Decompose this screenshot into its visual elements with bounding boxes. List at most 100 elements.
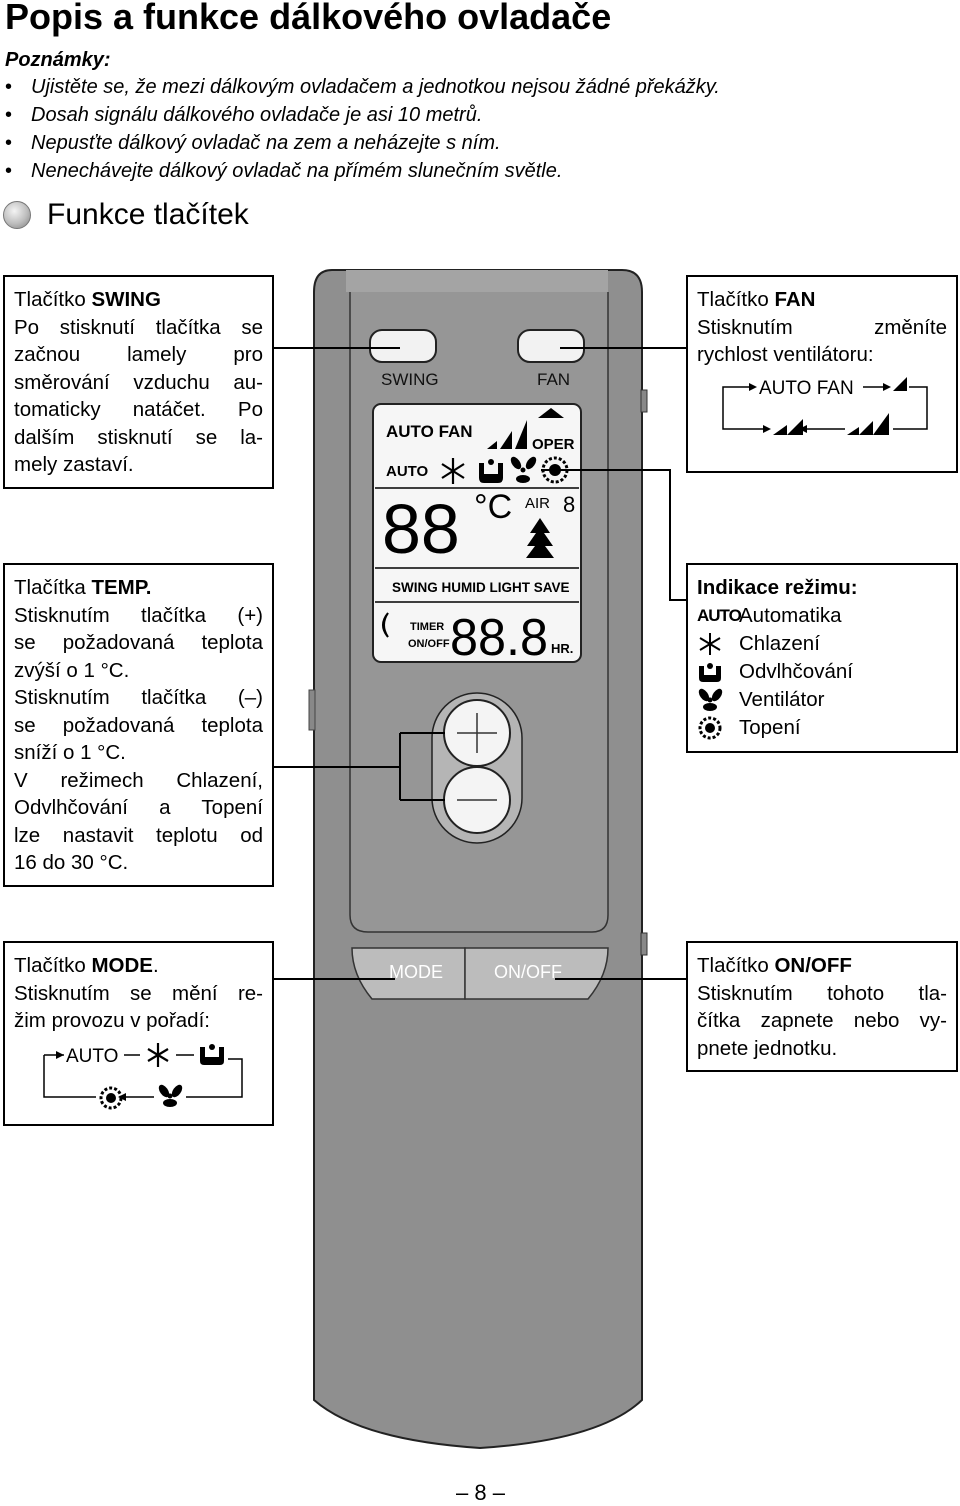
note-item: • Nenechávejte dálkový ovladač na přímém … xyxy=(5,157,720,185)
lcd-timer: TIMER xyxy=(410,621,444,633)
description-line: směrování vzduchu au- xyxy=(14,370,263,394)
mode-heat-icon xyxy=(99,1086,123,1109)
lcd-oper-arrow-icon xyxy=(538,408,564,418)
lcd-fan-bar-icon xyxy=(515,420,527,449)
lcd-air: AIR xyxy=(525,495,550,512)
mode-diagram-label: AUTO xyxy=(66,1046,118,1067)
remote-mode-label: MODE xyxy=(389,962,443,982)
lcd-fan-bar-icon xyxy=(500,431,512,449)
lcd-timer-onoff: ON/OFF xyxy=(408,638,450,650)
section-title: Funkce tlačítek xyxy=(47,198,249,231)
mode-dehumidify-icon xyxy=(200,1043,224,1065)
description-line: rychlost ventilátoru: xyxy=(697,343,874,366)
mode-indicator-box: Indikace režimu: AUTO Automatika Chlazen… xyxy=(686,563,958,753)
mode-label: Chlazení xyxy=(739,631,820,655)
snowflake-icon xyxy=(697,632,733,656)
dehumidify-icon xyxy=(697,660,733,684)
onoff-button-shape xyxy=(464,947,609,1000)
mode-label: Topení xyxy=(739,715,801,739)
remote-swing-label: SWING xyxy=(381,370,439,389)
description-line: pnete jednotku. xyxy=(697,1036,838,1060)
description-line: tomaticky natáčet. Po xyxy=(14,398,263,421)
bullet: • xyxy=(5,132,13,154)
description-line: sníží o 1 °C. xyxy=(14,741,126,764)
mode-snowflake-icon xyxy=(147,1042,169,1067)
section-heading: Funkce tlačítek xyxy=(3,198,249,232)
description-line: se požadovaná teplota xyxy=(14,631,263,654)
button-name: SWING xyxy=(91,288,161,311)
description-line: 16 do 30 °C. xyxy=(14,851,129,874)
remote-onoff-label: ON/OFF xyxy=(494,962,562,982)
heading-prefix: Tlačítko xyxy=(14,288,92,311)
lcd-fan-icon xyxy=(510,456,537,483)
heading-suffix: . xyxy=(152,954,159,977)
bullet: • xyxy=(5,104,13,126)
auto-icon: AUTO xyxy=(697,605,742,625)
notes-heading: Poznámky: xyxy=(5,49,111,71)
fan-box-heading: Tlačítko FAN xyxy=(697,286,947,314)
note-text: Ujistěte se, že mezi dálkovým ovladačem … xyxy=(31,76,720,98)
description-line: Stisknutím tohoto tla- xyxy=(697,981,947,1005)
mode-label: Ventilátor xyxy=(739,687,825,711)
mode-indicator-item: Chlazení xyxy=(697,630,947,658)
heading-prefix: Tlačítko xyxy=(697,954,775,977)
mode-indicator-item: Odvlhčování xyxy=(697,658,947,686)
mode-button-shape xyxy=(351,947,466,1000)
bullet: • xyxy=(5,76,13,98)
mode-indicator-heading: Indikace režimu: xyxy=(697,576,858,599)
notes-list: • Ujistěte se, že mezi dálkovým ovladačem… xyxy=(5,73,720,185)
sun-heat-icon xyxy=(697,716,733,740)
mode-box-heading: Tlačítko MODE. xyxy=(14,952,263,980)
note-text: Dosah signálu dálkového ovladače je asi … xyxy=(31,104,483,126)
description-line: začnou lamely pro xyxy=(14,343,263,366)
description-line: zvýší o 1 °C. xyxy=(14,658,130,682)
note-item: • Ujistěte se, že mezi dálkovým ovladačem… xyxy=(5,73,720,101)
lcd-temp-unit: °C xyxy=(474,488,512,526)
fan-low-icon xyxy=(847,426,859,435)
swing-button-shape xyxy=(369,329,437,363)
onoff-box-heading: Tlačítko ON/OFF xyxy=(697,952,947,980)
lcd-air-digit: 8 xyxy=(563,492,575,517)
description-line: čítka zapnete nebo vy- xyxy=(697,1009,947,1032)
mode-cycle-diagram: AUTO xyxy=(43,1042,243,1109)
fan-low-icon xyxy=(773,424,787,435)
bullet-sphere-icon xyxy=(3,201,31,229)
description-line: V režimech Chlazení, xyxy=(14,768,263,792)
note-text: Nenechávejte dálkový ovladač na přímém s… xyxy=(31,160,563,182)
description-line: Stisknutím tlačítka (–) xyxy=(14,686,263,709)
note-text: Nepusťte dálkový ovladač na zem a neháze… xyxy=(31,132,501,154)
lcd-hr: HR. xyxy=(551,641,573,656)
remote-side-notch xyxy=(640,932,648,956)
temp-description-box: Tlačítka TEMP. Stisknutím tlačítka (+) s… xyxy=(3,563,274,887)
onoff-description-box: Tlačítko ON/OFF Stisknutím tohoto tla- č… xyxy=(686,941,958,1072)
remote-top-panel xyxy=(346,270,608,292)
heading-prefix: Tlačítka xyxy=(14,576,92,599)
fan-speed-cycle-diagram: AUTO FAN xyxy=(722,376,928,435)
description-line: dalším stisknutí se la- xyxy=(14,425,263,449)
fan-mid-icon xyxy=(787,418,803,435)
lcd-auto-fan: AUTO FAN xyxy=(386,422,473,441)
mode-indicator-item: AUTO Automatika xyxy=(697,602,947,630)
remote-side-notch xyxy=(640,389,648,413)
mode-indicator-item: Topení xyxy=(697,714,947,742)
description-line: Po stisknutí tlačítka se xyxy=(14,315,263,339)
fan-diagram-label: AUTO FAN xyxy=(759,378,854,399)
description-line: Stisknutím se mění re- xyxy=(14,981,263,1005)
mode-fan-icon xyxy=(158,1084,183,1107)
bullet: • xyxy=(5,160,13,182)
fan-mid-icon xyxy=(859,420,873,435)
fan-icon xyxy=(697,688,733,712)
description-line: se požadovaná teplota xyxy=(14,713,263,737)
remote-fan-label: FAN xyxy=(537,370,570,389)
mode-label: Automatika xyxy=(739,603,842,627)
lcd-dehumidify-icon xyxy=(479,463,503,483)
lcd-temp-digits: 88 xyxy=(382,490,460,568)
description-line: Odvlhčování a Topení xyxy=(14,796,263,819)
lcd-functions: SWING HUMID LIGHT SAVE xyxy=(392,580,570,595)
swing-box-heading: Tlačítko SWING xyxy=(14,286,263,314)
callout-lines xyxy=(273,347,686,980)
lcd-fan-bar-icon xyxy=(487,441,497,449)
fan-high-icon xyxy=(873,412,889,435)
button-name: MODE xyxy=(91,954,153,977)
